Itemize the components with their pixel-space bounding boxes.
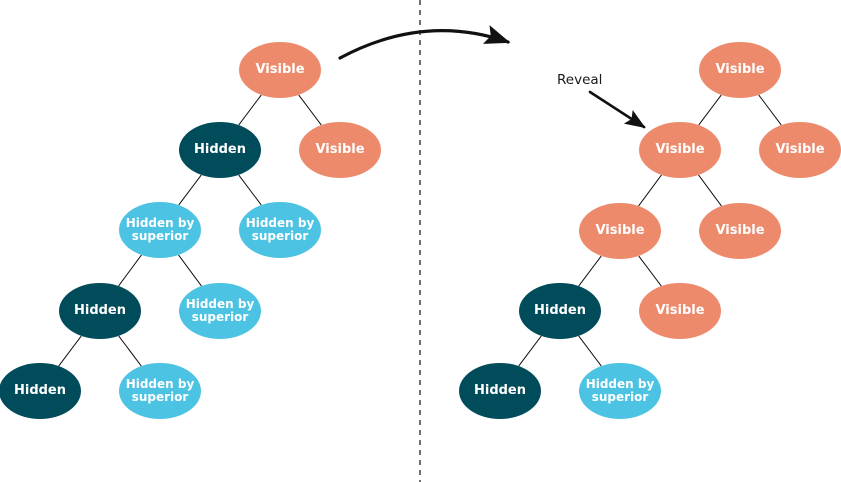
reveal-pointer-arrow [588, 90, 646, 129]
tree-edge [178, 254, 202, 287]
tree-node-visible[interactable]: Visible [759, 122, 841, 178]
tree-node-hidden[interactable]: Hidden [59, 283, 141, 339]
tree-node-label: Visible [715, 222, 765, 238]
reveal-annotation-label: Reveal [557, 72, 603, 88]
tree-node-visible[interactable]: Visible [639, 122, 721, 178]
curved-transition-arrow [338, 25, 511, 60]
tree-node-visible[interactable]: Visible [299, 122, 381, 178]
tree-edge [298, 94, 322, 126]
tree-edge [638, 255, 662, 287]
tree-node-visible[interactable]: Visible [699, 203, 781, 259]
tree-node-label: Visible [655, 141, 705, 157]
tree-node-label: Visible [715, 61, 765, 77]
tree-node-label: Hidden [13, 382, 67, 398]
tree-edge [58, 335, 82, 367]
tree-node-hidden[interactable]: Hidden [459, 363, 541, 419]
tree-node-hidden[interactable]: Hidden [179, 122, 261, 178]
tree-node-label: Visible [315, 141, 365, 157]
tree-edge [118, 335, 142, 367]
tree-node-hidden[interactable]: Hidden [519, 283, 601, 339]
tree-node-label: Hidden [73, 302, 127, 318]
tree-edge [118, 254, 142, 287]
tree-edge [238, 94, 262, 126]
tree-node-visible[interactable]: Visible [239, 42, 321, 98]
tree-node-label: Visible [655, 302, 705, 318]
tree-edge [698, 94, 722, 126]
tree-edge [518, 335, 542, 367]
tree-edge [758, 94, 782, 126]
tree-edge [638, 174, 662, 207]
tree-node-label: Visible [255, 61, 305, 77]
tree-node-visible[interactable]: Visible [579, 203, 661, 259]
tree-node-label: Visible [775, 141, 825, 157]
tree-node-visible[interactable]: Visible [699, 42, 781, 98]
tree-node-hidden[interactable]: Hidden [0, 363, 81, 419]
tree-edge [698, 174, 722, 207]
tree-edge [578, 335, 602, 367]
tree-node-label: Visible [595, 222, 645, 238]
tree-edge [578, 255, 602, 287]
tree-node-visible[interactable]: Visible [639, 283, 721, 339]
tree-edge [178, 174, 202, 206]
tree-node-label: Hidden [473, 382, 527, 398]
tree-node-label: Hidden [533, 302, 587, 318]
tree-edges [58, 94, 782, 367]
tree-node-label: Hidden [193, 141, 247, 157]
tree-edge [238, 174, 262, 206]
